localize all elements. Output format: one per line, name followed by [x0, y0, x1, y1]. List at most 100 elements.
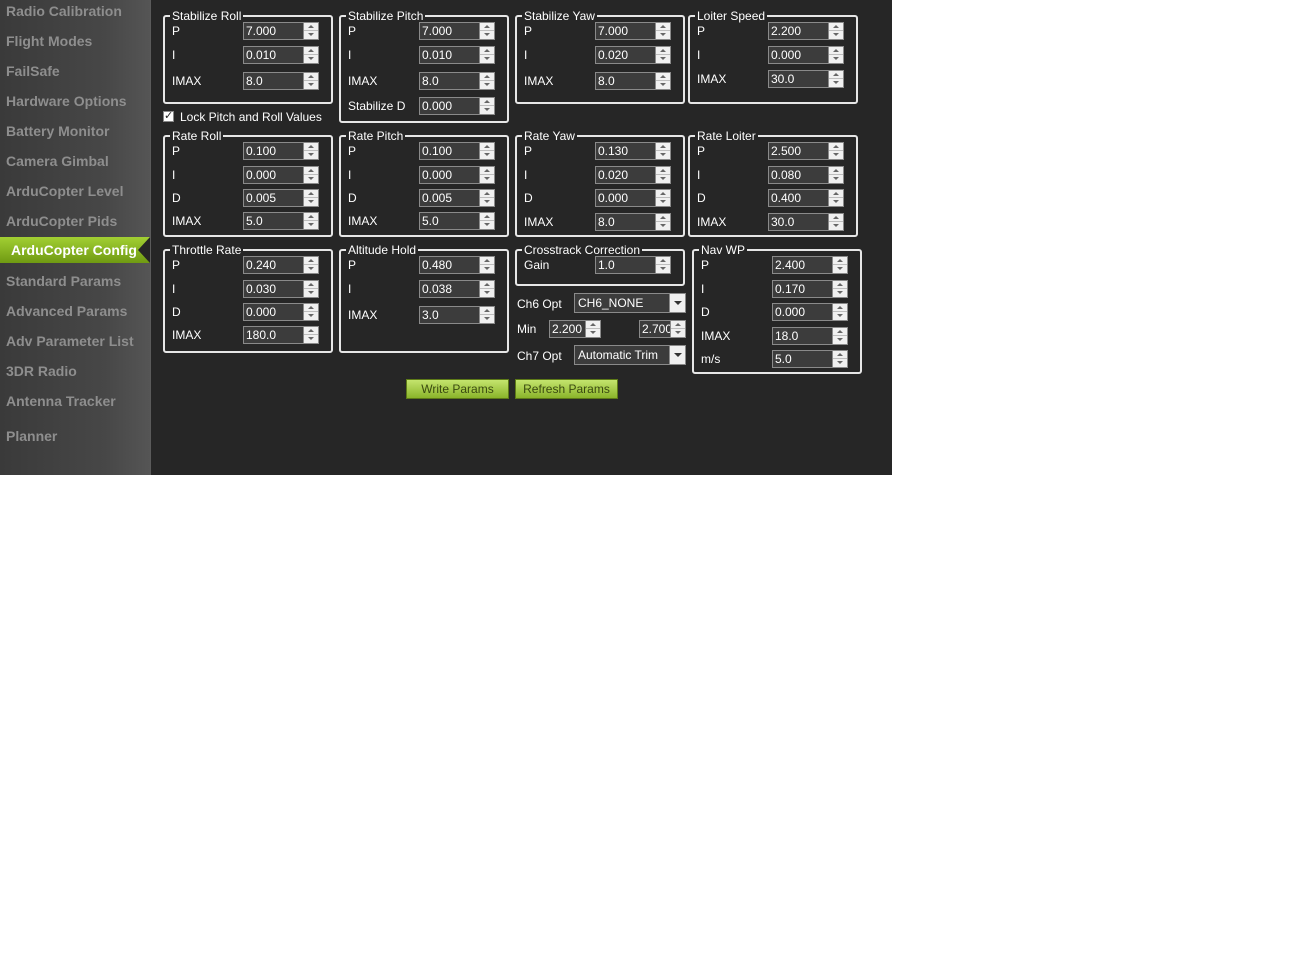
spin-down-icon[interactable] [304, 175, 318, 183]
spin-up-icon[interactable] [833, 304, 847, 312]
param-spinner-value[interactable]: 2.500 [771, 144, 802, 158]
spin-down-icon[interactable] [304, 335, 318, 343]
refresh-params-button[interactable]: Refresh Params [515, 379, 618, 399]
spin-down-icon[interactable] [304, 289, 318, 297]
param-spinner[interactable]: 30.0 [768, 213, 844, 231]
spin-down-icon[interactable] [480, 31, 494, 39]
spin-up-icon[interactable] [480, 73, 494, 81]
param-spinner-value[interactable]: 0.020 [598, 168, 629, 182]
sidebar-item-adv-parameter-list[interactable]: Adv Parameter List [6, 333, 134, 349]
spin-up-icon[interactable] [304, 281, 318, 289]
sidebar-item-arducopter-pids[interactable]: ArduCopter Pids [6, 213, 118, 229]
param-spinner-value[interactable]: 0.000 [422, 99, 453, 113]
sidebar-item-failsafe[interactable]: FailSafe [6, 63, 60, 79]
param-spinner[interactable]: 30.0 [768, 70, 844, 88]
spin-up-icon[interactable] [829, 47, 843, 55]
spin-up-icon[interactable] [656, 167, 670, 175]
param-spinner[interactable]: 0.020 [595, 46, 671, 64]
spin-up-icon[interactable] [304, 190, 318, 198]
spin-up-icon[interactable] [480, 281, 494, 289]
spin-down-icon[interactable] [833, 289, 847, 297]
spin-up-icon[interactable] [833, 328, 847, 336]
spin-up-icon[interactable] [304, 23, 318, 31]
param-spinner-value[interactable]: 0.400 [771, 191, 802, 205]
spin-down-icon[interactable] [833, 265, 847, 273]
param-spinner-value[interactable]: 0.480 [422, 258, 453, 272]
param-spinner-value[interactable]: 0.000 [422, 168, 453, 182]
spin-up-icon[interactable] [480, 213, 494, 221]
param-spinner[interactable]: 1.0 [595, 256, 671, 274]
param-spinner-value[interactable]: 0.038 [422, 282, 453, 296]
spin-up-icon[interactable] [480, 23, 494, 31]
param-spinner[interactable]: 0.005 [419, 189, 495, 207]
ch7-opt-select[interactable]: Automatic Trim [574, 345, 686, 365]
spin-down-icon[interactable] [656, 265, 670, 273]
sidebar-item-planner[interactable]: Planner [6, 428, 58, 444]
spin-down-icon[interactable] [829, 31, 843, 39]
param-spinner-value[interactable]: 0.170 [775, 282, 806, 296]
spin-down-icon[interactable] [656, 175, 670, 183]
spin-down-icon[interactable] [480, 198, 494, 206]
param-spinner[interactable]: 7.000 [243, 22, 319, 40]
param-spinner-value[interactable]: 0.130 [598, 144, 629, 158]
spin-up-icon[interactable] [829, 23, 843, 31]
param-spinner[interactable]: 2.500 [768, 142, 844, 160]
ch6-min-spinner[interactable]: 2.200 [549, 320, 601, 338]
spin-up-icon[interactable] [656, 143, 670, 151]
spin-up-icon[interactable] [304, 73, 318, 81]
spin-down-icon[interactable] [304, 151, 318, 159]
param-spinner-value[interactable]: 8.0 [246, 74, 263, 88]
param-spinner-value[interactable]: 30.0 [771, 215, 795, 229]
spin-up-icon[interactable] [829, 214, 843, 222]
spin-down-icon[interactable] [829, 79, 843, 87]
ch6-max-spinner-value[interactable]: 2.700 [642, 322, 673, 336]
spin-down-icon[interactable] [480, 175, 494, 183]
spin-up-icon[interactable] [656, 23, 670, 31]
param-spinner[interactable]: 0.100 [243, 142, 319, 160]
write-params-button[interactable]: Write Params [406, 379, 509, 399]
param-spinner[interactable]: 0.000 [243, 303, 319, 321]
param-spinner-value[interactable]: 8.0 [422, 74, 439, 88]
param-spinner[interactable]: 0.000 [419, 97, 495, 115]
sidebar-item-arducopter-config[interactable]: ArduCopter Config [0, 237, 150, 263]
spin-down-icon[interactable] [304, 265, 318, 273]
sidebar-item-advanced-params[interactable]: Advanced Params [6, 303, 128, 319]
param-spinner[interactable]: 7.000 [595, 22, 671, 40]
spin-up-icon[interactable] [304, 213, 318, 221]
spin-up-icon[interactable] [586, 321, 600, 329]
spin-down-icon[interactable] [304, 31, 318, 39]
spin-up-icon[interactable] [304, 47, 318, 55]
param-spinner[interactable]: 3.0 [419, 306, 495, 324]
spin-down-icon[interactable] [480, 55, 494, 63]
param-spinner[interactable]: 2.400 [772, 256, 848, 274]
param-spinner[interactable]: 0.000 [243, 166, 319, 184]
ch6-min-spinner-value[interactable]: 2.200 [552, 322, 583, 336]
param-spinner-value[interactable]: 180.0 [246, 328, 277, 342]
spin-up-icon[interactable] [304, 257, 318, 265]
param-spinner[interactable]: 7.000 [419, 22, 495, 40]
param-spinner[interactable]: 0.005 [243, 189, 319, 207]
spin-down-icon[interactable] [829, 55, 843, 63]
spin-down-icon[interactable] [833, 359, 847, 367]
spin-down-icon[interactable] [586, 329, 600, 337]
param-spinner-value[interactable]: 7.000 [598, 24, 629, 38]
spin-up-icon[interactable] [833, 351, 847, 359]
spin-down-icon[interactable] [304, 312, 318, 320]
param-spinner-value[interactable]: 0.000 [598, 191, 629, 205]
param-spinner-value[interactable]: 0.000 [771, 48, 802, 62]
param-spinner-value[interactable]: 18.0 [775, 329, 799, 343]
param-spinner[interactable]: 0.480 [419, 256, 495, 274]
spin-up-icon[interactable] [480, 307, 494, 315]
spin-down-icon[interactable] [671, 329, 685, 337]
spin-down-icon[interactable] [480, 106, 494, 114]
spin-down-icon[interactable] [304, 81, 318, 89]
spin-down-icon[interactable] [656, 55, 670, 63]
spin-down-icon[interactable] [833, 312, 847, 320]
spin-up-icon[interactable] [304, 143, 318, 151]
spin-down-icon[interactable] [304, 55, 318, 63]
spin-down-icon[interactable] [829, 198, 843, 206]
spin-down-icon[interactable] [829, 175, 843, 183]
param-spinner[interactable]: 0.030 [243, 280, 319, 298]
spin-up-icon[interactable] [304, 327, 318, 335]
param-spinner-value[interactable]: 5.0 [775, 352, 792, 366]
